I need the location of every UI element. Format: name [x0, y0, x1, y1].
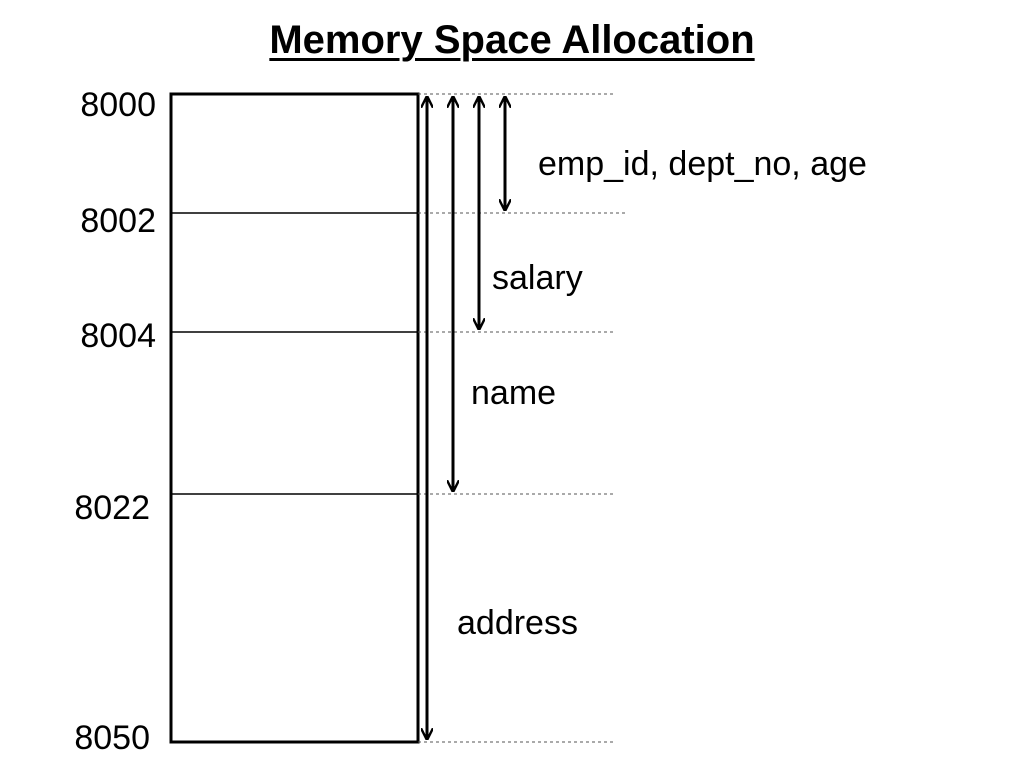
address-label-8022: 8022	[74, 489, 150, 527]
address-label-8000: 8000	[80, 86, 156, 124]
memory-block	[169, 92, 420, 744]
address-label-8004: 8004	[80, 317, 156, 355]
field-label-salary: salary	[492, 259, 583, 297]
address-label-8050: 8050	[74, 719, 150, 757]
field-label-address: address	[457, 604, 578, 642]
field-label-emp-id: emp_id, dept_no, age	[538, 145, 867, 183]
diagram-title: Memory Space Allocation	[269, 18, 755, 62]
field-label-name: name	[471, 374, 557, 412]
address-label-8002: 8002	[80, 202, 156, 240]
